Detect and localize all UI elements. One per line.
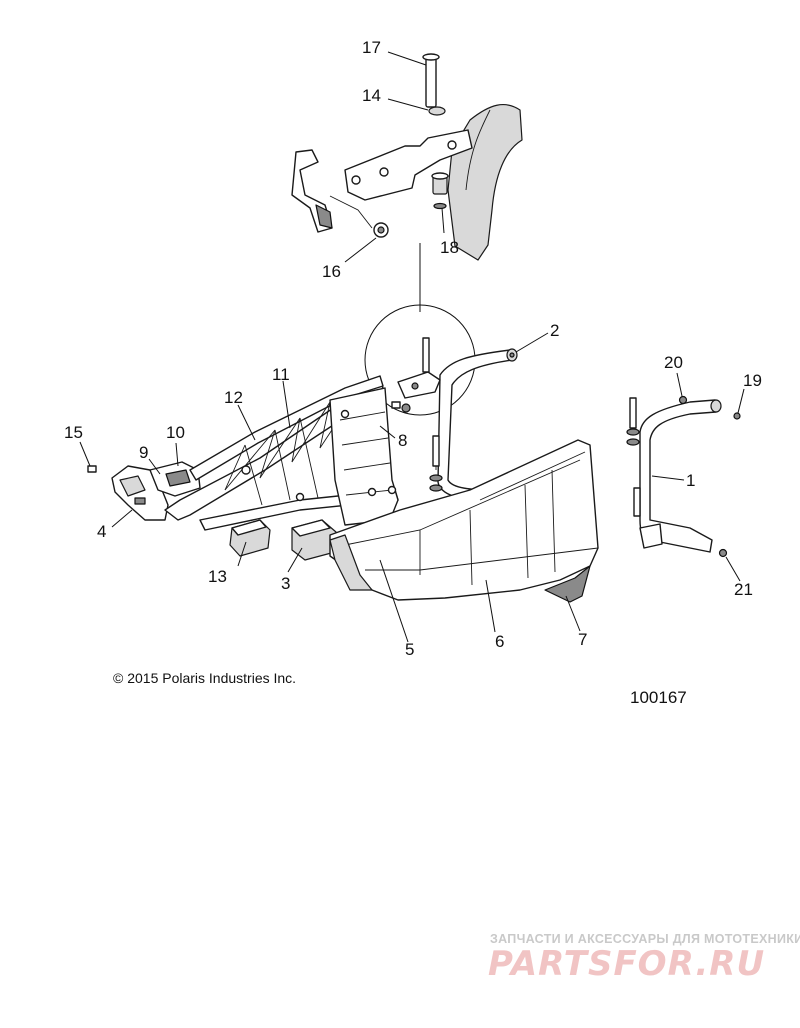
callout-8: 8 bbox=[398, 431, 407, 450]
callout-11: 11 bbox=[272, 365, 290, 384]
callout-7: 7 bbox=[578, 630, 587, 649]
callout-15: 15 bbox=[64, 423, 83, 442]
side-panels bbox=[329, 439, 599, 603]
callout-4: 4 bbox=[97, 522, 106, 541]
callout-18: 18 bbox=[440, 238, 459, 257]
detail-assembly bbox=[291, 53, 523, 261]
callout-3: 3 bbox=[281, 574, 290, 593]
callout-20: 20 bbox=[664, 353, 683, 372]
leader-lines bbox=[79, 51, 745, 643]
watermark-logo: PARTSFOR.RU bbox=[488, 944, 766, 984]
copyright-notice: © 2015 Polaris Industries Inc. bbox=[113, 670, 297, 686]
side-tube-assembly bbox=[626, 395, 741, 558]
callout-1: 1 bbox=[686, 471, 695, 490]
rear-tube-assembly bbox=[397, 337, 518, 503]
watermark-tagline: ЗАПЧАСТИ И АКСЕССУАРЫ ДЛЯ МОТОТЕХНИКИ bbox=[490, 932, 800, 946]
frame-assembly bbox=[87, 375, 411, 561]
callout-21: 21 bbox=[734, 580, 753, 599]
callout-6: 6 bbox=[495, 632, 504, 651]
callout-12: 12 bbox=[224, 388, 243, 407]
callout-2: 2 bbox=[550, 321, 559, 340]
callout-13: 13 bbox=[208, 567, 227, 586]
callout-19: 19 bbox=[743, 371, 762, 390]
figure-number: 100167 bbox=[630, 688, 687, 707]
callout-9: 9 bbox=[139, 443, 148, 462]
callout-10: 10 bbox=[166, 423, 185, 442]
callout-labels: 17 14 16 18 2 20 19 1 21 11 12 15 10 9 8… bbox=[64, 38, 762, 659]
callout-14: 14 bbox=[362, 86, 381, 105]
callout-5: 5 bbox=[405, 640, 414, 659]
callout-16: 16 bbox=[322, 262, 341, 281]
callout-17: 17 bbox=[362, 38, 381, 57]
